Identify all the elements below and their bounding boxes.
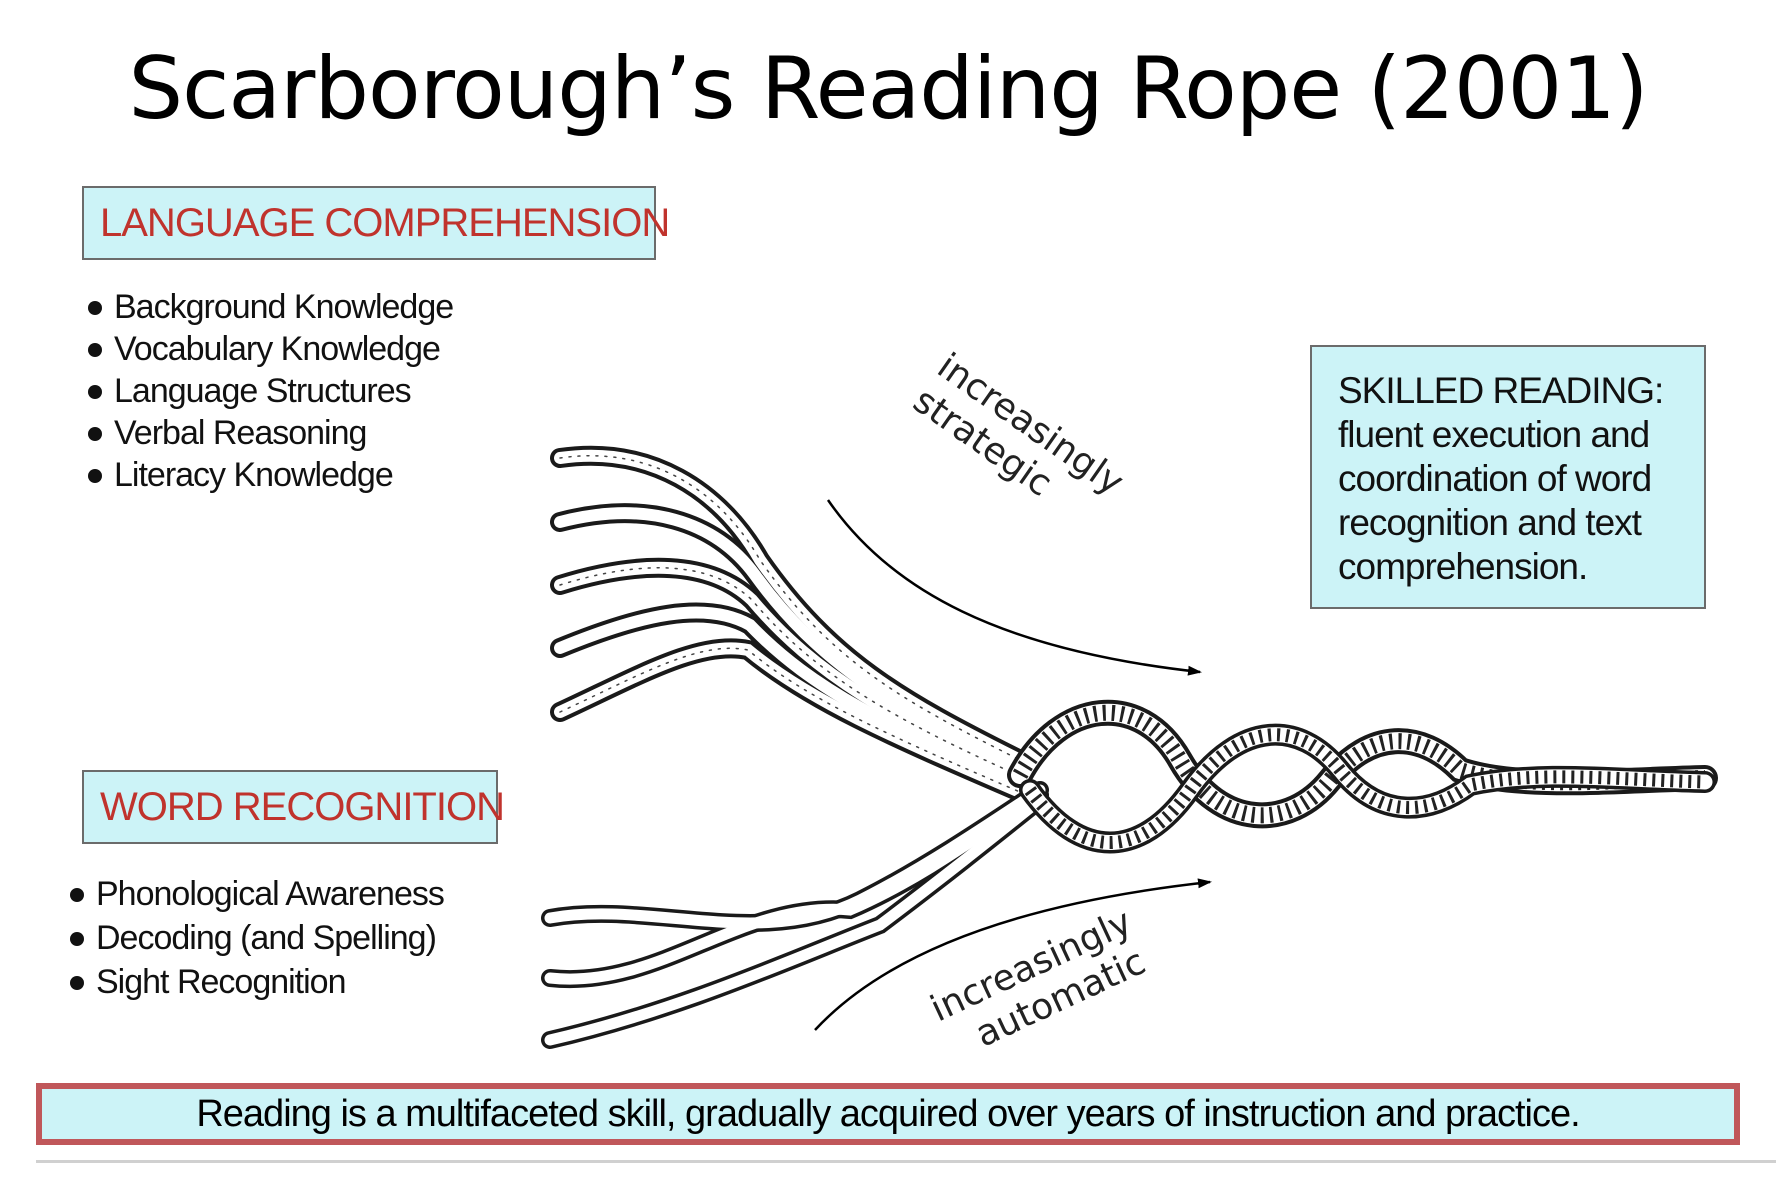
upper-rope-strands bbox=[550, 445, 1030, 802]
page-title: Scarborough’s Reading Rope (2001) bbox=[128, 39, 1648, 139]
list-item: Decoding (and Spelling) bbox=[68, 916, 444, 960]
list-item: Language Structures bbox=[86, 370, 453, 412]
skilled-reading-line: recognition and text bbox=[1338, 502, 1642, 543]
skilled-reading-line: SKILLED READING: bbox=[1338, 370, 1664, 411]
word-recognition-list: Phonological Awareness Decoding (and Spe… bbox=[68, 872, 445, 1004]
skilled-reading-line: fluent execution and bbox=[1338, 414, 1650, 455]
skilled-reading-line: coordination of word bbox=[1338, 458, 1652, 499]
strategic-arrow-label: increasingly strategic bbox=[906, 346, 1131, 505]
summary-banner: Reading is a multifaceted skill, gradual… bbox=[36, 1083, 1740, 1145]
list-item: Vocabulary Knowledge bbox=[86, 328, 453, 370]
bottom-divider bbox=[36, 1160, 1776, 1163]
language-comprehension-heading: LANGUAGE COMPREHENSION bbox=[82, 186, 670, 260]
list-item: Background Knowledge bbox=[86, 286, 454, 328]
list-item: Verbal Reasoning bbox=[86, 412, 453, 454]
word-recognition-heading: WORD RECOGNITION bbox=[82, 770, 505, 844]
lower-rope-strands bbox=[541, 781, 1049, 1049]
language-comprehension-list: Background Knowledge Vocabulary Knowledg… bbox=[86, 286, 454, 496]
skilled-reading-box: SKILLED READING: fluent execution and co… bbox=[1310, 345, 1706, 609]
list-item: Literacy Knowledge bbox=[86, 454, 453, 496]
skilled-reading-line: comprehension. bbox=[1338, 546, 1588, 587]
list-item: Phonological Awareness bbox=[68, 872, 445, 916]
list-item: Sight Recognition bbox=[68, 960, 444, 1004]
automatic-arrow-label: increasingly automatic bbox=[924, 901, 1151, 1055]
strategic-arrow bbox=[826, 499, 1202, 676]
automatic-arrow bbox=[814, 878, 1212, 1031]
braided-rope bbox=[1007, 699, 1718, 854]
